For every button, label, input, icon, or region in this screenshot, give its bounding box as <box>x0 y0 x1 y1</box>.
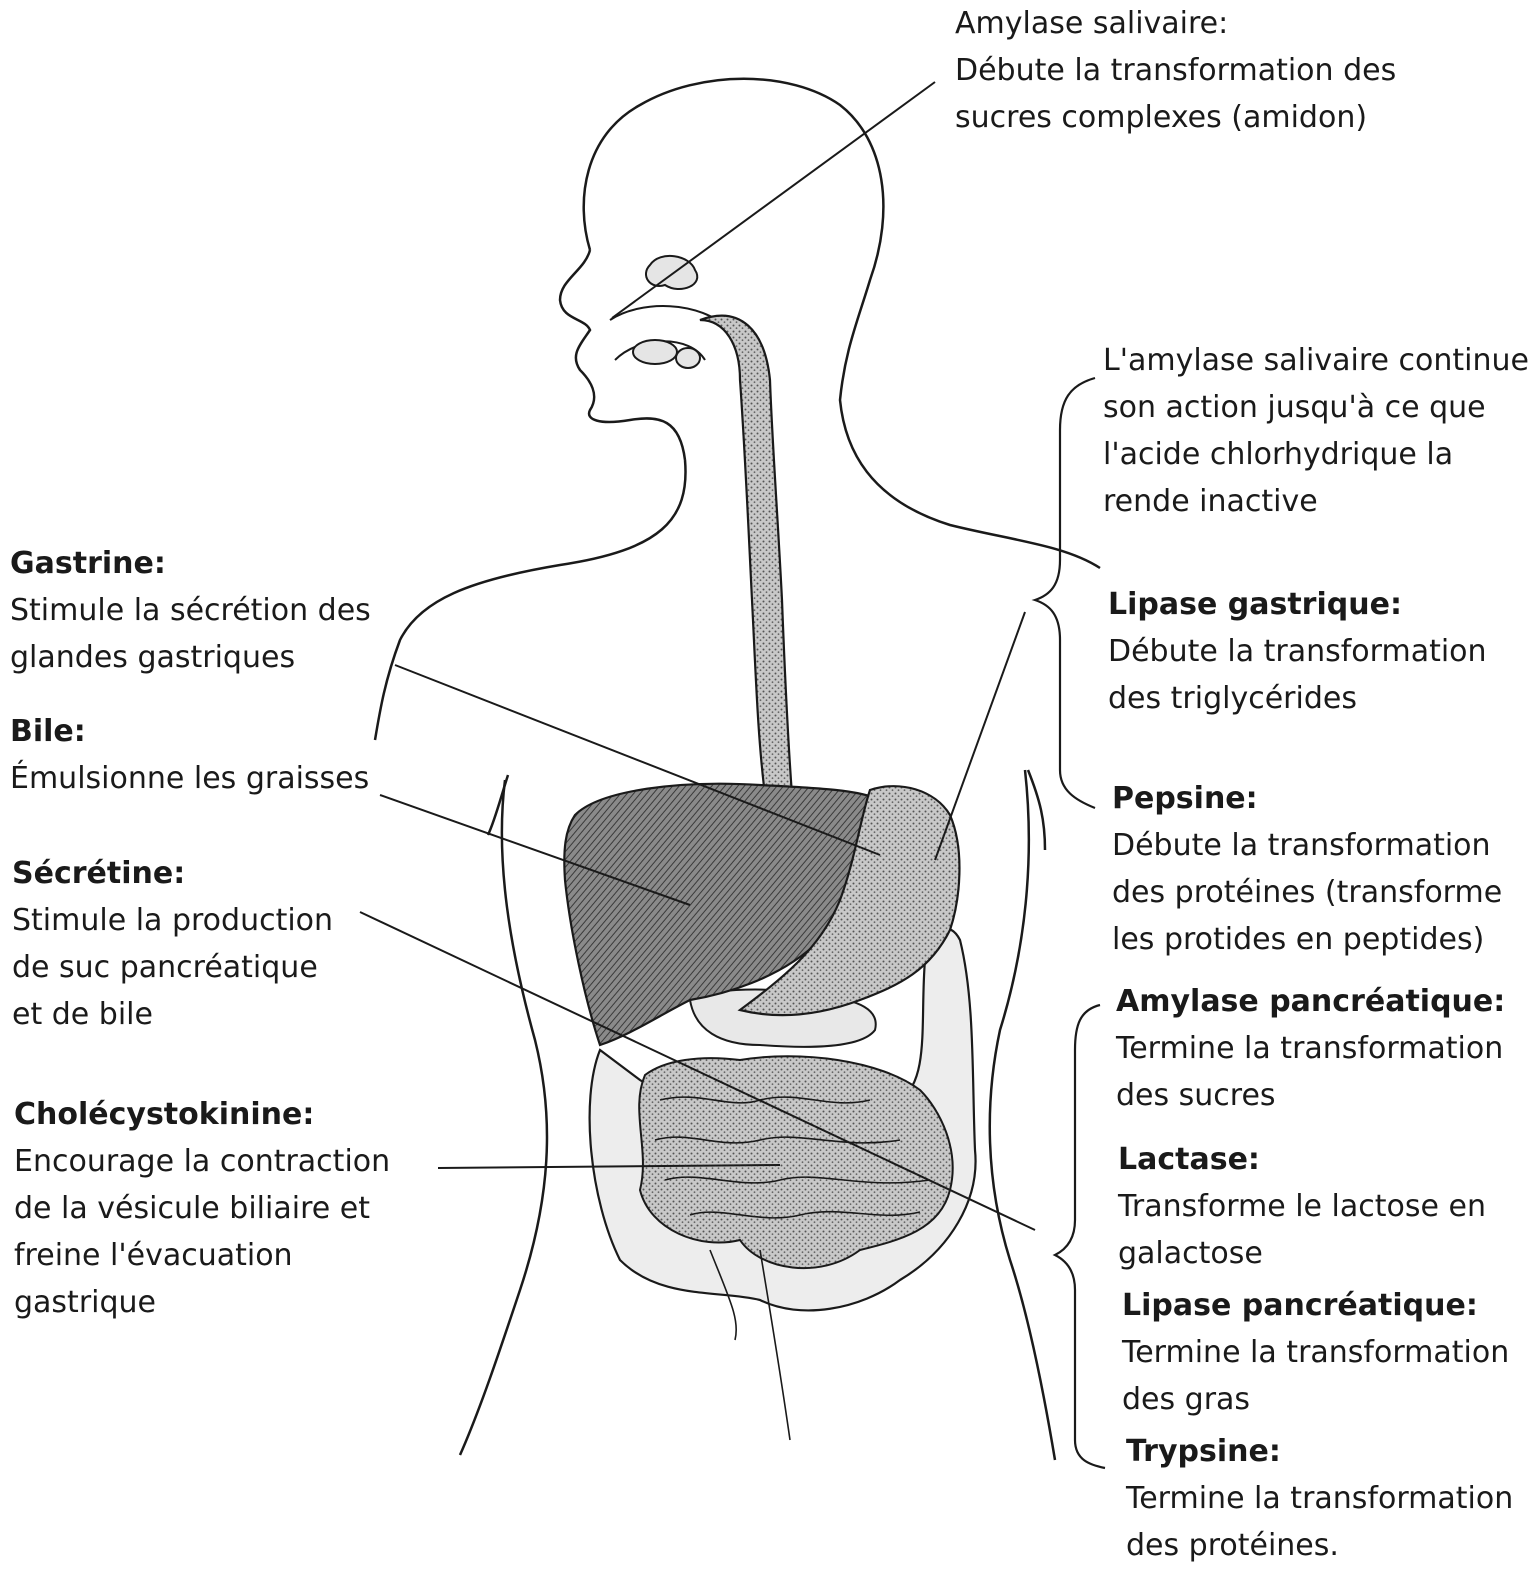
label-description: Termine la transformation des gras <box>1122 1329 1509 1423</box>
label-bile: Bile: Émulsionne les graisses <box>10 708 369 802</box>
pointer-lipase-gastrique <box>935 612 1025 860</box>
small-intestine <box>639 1056 952 1268</box>
label-secretine: Sécrétine: Stimule la production de suc … <box>12 850 333 1038</box>
oral-cavity <box>610 256 730 368</box>
label-description: Débute la transformation des triglycérid… <box>1108 628 1487 722</box>
label-title: Lipase gastrique: <box>1108 581 1487 628</box>
label-description: Encourage la contraction de la vésicule … <box>14 1138 390 1326</box>
label-title: Pepsine: <box>1112 775 1502 822</box>
label-title: Gastrine: <box>10 540 371 587</box>
label-trypsine: Trypsine: Termine la transformation des … <box>1126 1428 1513 1569</box>
label-pepsine: Pepsine: Débute la transformation des pr… <box>1112 775 1502 963</box>
label-title: Lactase: <box>1118 1136 1486 1183</box>
label-description: Transforme le lactose en galactose <box>1118 1183 1486 1277</box>
label-title: Lipase pancréatique: <box>1122 1282 1509 1329</box>
label-lactase: Lactase: Transforme le lactose en galact… <box>1118 1136 1486 1277</box>
label-description: Termine la transformation des protéines. <box>1126 1475 1513 1569</box>
brace-stomach <box>1035 378 1095 808</box>
label-amylase-pancreatique: Amylase pancréatique: Termine la transfo… <box>1116 978 1505 1119</box>
label-description: Stimule la sécrétion des glandes gastriq… <box>10 587 371 681</box>
label-description: Débute la transformation des protéines (… <box>1112 822 1502 963</box>
label-gastrine: Gastrine: Stimule la sécrétion des gland… <box>10 540 371 681</box>
label-title: Bile: <box>10 708 369 755</box>
label-description: Débute la transformation des sucres comp… <box>955 47 1396 141</box>
pointer-amylase-salivaire <box>612 82 935 318</box>
brace-intestine <box>1055 1005 1105 1468</box>
label-lipase-gastrique: Lipase gastrique: Débute la transformati… <box>1108 581 1487 722</box>
label-description: L'amylase salivaire continue son action … <box>1103 337 1529 525</box>
arm-right-inner <box>1028 770 1045 850</box>
label-cholecystokinine: Cholécystokinine: Encourage la contracti… <box>14 1091 390 1326</box>
torso-left <box>460 780 547 1455</box>
label-title: Cholécystokinine: <box>14 1091 390 1138</box>
label-description: Stimule la production de suc pancréatiqu… <box>12 897 333 1038</box>
torso-right <box>990 770 1055 1460</box>
esophagus <box>700 316 792 795</box>
label-amylase-continue: L'amylase salivaire continue son action … <box>1103 337 1529 525</box>
braces <box>1035 378 1105 1468</box>
label-amylase-salivaire: Amylase salivaire: Débute la transformat… <box>955 0 1396 141</box>
arm-left-inner <box>488 775 508 835</box>
neck-left <box>375 460 686 740</box>
head-outline <box>584 79 1100 568</box>
label-title: Sécrétine: <box>12 850 333 897</box>
label-description: Émulsionne les graisses <box>10 755 369 802</box>
label-lipase-pancreatique: Lipase pancréatique: Termine la transfor… <box>1122 1282 1509 1423</box>
label-title: Trypsine: <box>1126 1428 1513 1475</box>
label-title: Amylase salivaire: <box>955 0 1396 47</box>
label-description: Termine la transformation des sucres <box>1116 1025 1505 1119</box>
label-title: Amylase pancréatique: <box>1116 978 1505 1025</box>
